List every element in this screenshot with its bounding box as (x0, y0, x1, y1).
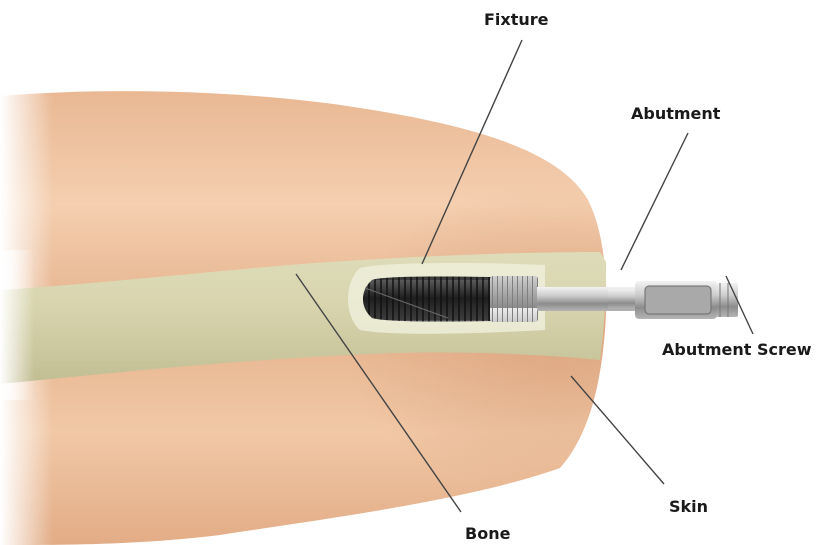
abutment-screw (635, 281, 738, 319)
abutment-leader (621, 133, 688, 270)
skin-label: Skin (669, 499, 708, 515)
fixture (363, 276, 538, 322)
abutment-label: Abutment (631, 106, 720, 122)
abutment-screw-label: Abutment Screw (662, 342, 812, 358)
fixture-label: Fixture (484, 12, 549, 28)
abutment (537, 287, 638, 311)
bone-label: Bone (465, 526, 510, 542)
skin-leader (571, 376, 664, 484)
